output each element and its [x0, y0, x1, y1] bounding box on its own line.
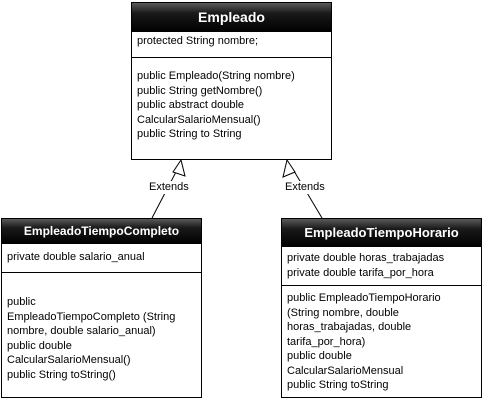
operation: tarifa_por_hora)	[287, 335, 366, 348]
attribute: private double horas_trabajadas	[287, 252, 445, 264]
operation: (String nombre, double	[287, 306, 399, 319]
attribute: protected String nombre;	[137, 35, 259, 47]
operation: nombre, double salario_anual)	[7, 325, 156, 337]
operation: CalcularSalarioMensual()	[7, 354, 131, 366]
operation: public String getNombre()	[137, 84, 263, 97]
attributes-section: private double horas_trabajadas private …	[282, 247, 481, 285]
operation: public String to String	[137, 128, 242, 140]
class-name: EmpleadoTiempoHorario	[282, 219, 481, 247]
attribute: private double salario_anual	[7, 251, 145, 263]
operation: EmpleadoTiempoCompleto (String	[7, 310, 176, 323]
operation: public String toString	[287, 379, 389, 391]
attributes-section: protected String nombre;	[132, 32, 331, 57]
operations-section: public Empleado(String nombre) public St…	[132, 57, 331, 142]
operation: public abstract double	[137, 99, 245, 111]
operations-section: public EmpleadoTiempoHorario (String nom…	[282, 285, 481, 393]
operation: CalcularSalarioMensual	[287, 364, 404, 377]
extends-edge-completo	[151, 169, 178, 219]
operation: public String toString()	[7, 368, 116, 381]
operation: horas_trabajadas, double	[287, 321, 412, 333]
class-empleado[interactable]: Empleado protected String nombre; public…	[131, 2, 332, 160]
operation: public double	[7, 339, 72, 352]
operation: public EmpleadoTiempoHorario	[287, 292, 441, 304]
operation: public double	[287, 350, 352, 362]
extends-label-horario: Extends	[284, 181, 326, 194]
class-empleado-tiempo-horario[interactable]: EmpleadoTiempoHorario private double hor…	[281, 218, 482, 398]
attribute: private double tarifa_por_hora	[287, 266, 434, 279]
extends-arrowhead-horario	[282, 158, 296, 178]
extends-label-completo: Extends	[148, 181, 190, 194]
operation: public Empleado(String nombre)	[137, 70, 295, 82]
operations-section: public EmpleadoTiempoCompleto (String no…	[2, 272, 201, 382]
class-name: Empleado	[132, 3, 331, 32]
attributes-section: private double salario_anual	[2, 244, 201, 272]
extends-edge-horario	[293, 170, 323, 219]
operation: public	[7, 296, 36, 308]
class-name: EmpleadoTiempoCompleto	[2, 219, 201, 244]
operation: CalcularSalarioMensual()	[137, 113, 261, 126]
class-empleado-tiempo-completo[interactable]: EmpleadoTiempoCompleto private double sa…	[1, 218, 202, 398]
extends-arrowhead-completo	[172, 158, 186, 177]
